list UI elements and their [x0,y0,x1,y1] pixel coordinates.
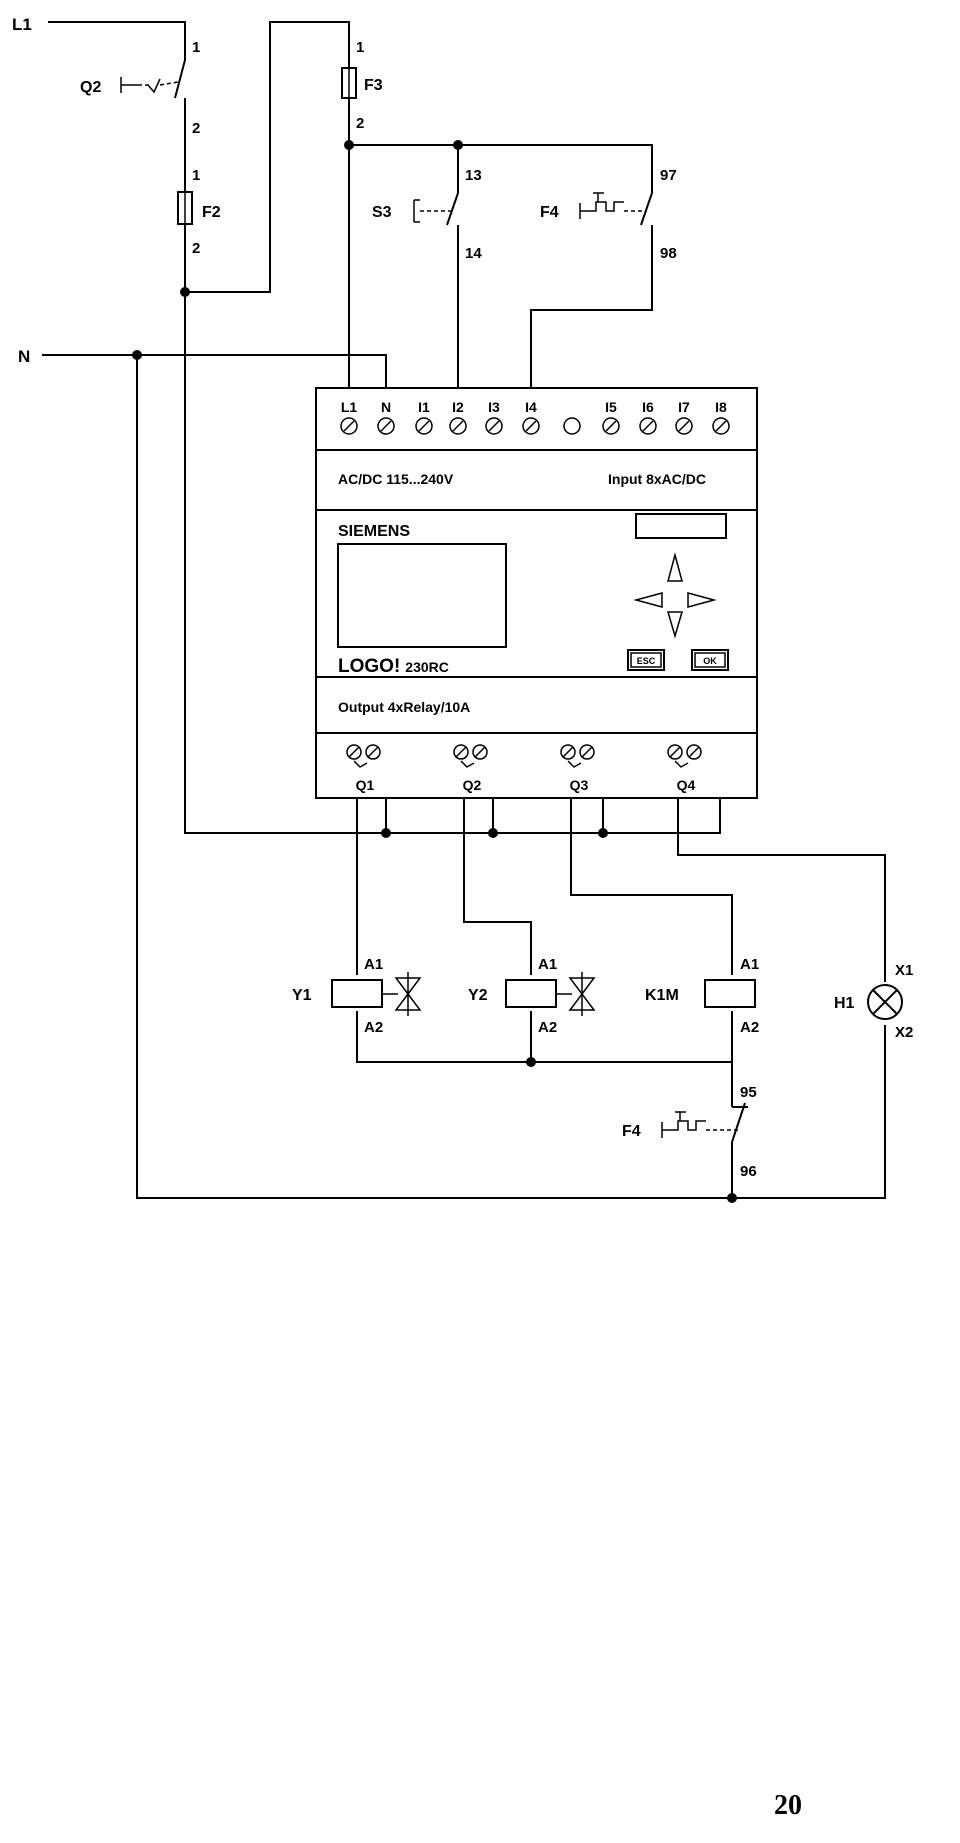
input-label-i4: I4 [525,399,537,415]
k1m-contactor-coil [704,979,756,1008]
model-label: LOGO! 230RC [338,656,449,677]
input-label-i7: I7 [678,399,690,415]
logo-output-terminals: Q1 Q2 Q3 Q4 [346,744,702,793]
s3-terminal-13: 13 [465,167,482,184]
esc-button-label: ESC [637,656,656,666]
n-supply-label: N [18,347,30,366]
output-screws-q2[interactable] [453,744,488,768]
s3-pushbutton-contact [413,192,459,226]
f4-no-label: F4 [540,204,559,221]
l1-supply-label: L1 [12,15,32,34]
output-label-q1: Q1 [356,777,375,793]
h1-terminal-x1: X1 [895,962,913,979]
h1-terminal-x2: X2 [895,1024,913,1041]
input-screw-i7[interactable] [675,417,693,435]
input-label-n: N [381,399,391,415]
ok-button-label: OK [703,656,717,666]
y1-label: Y1 [292,987,312,1004]
f2-terminal-1: 1 [192,167,200,184]
input-label-i8: I8 [715,399,727,415]
f3-terminal-2: 2 [356,115,364,132]
output-label-q3: Q3 [570,777,589,793]
input-screw-l1[interactable] [340,417,358,435]
model-name: LOGO! [338,656,400,677]
nav-down-button[interactable] [667,611,683,639]
output-load-wiring [356,798,886,1198]
input-label-i2: I2 [452,399,464,415]
y1-valve-icon [394,972,422,1016]
input-screw-i3[interactable] [485,417,503,435]
output-label-q2: Q2 [463,777,482,793]
input-label-i5: I5 [605,399,617,415]
logo-input-terminals: L1 N I1 I2 I3 I4 I5 I6 I7 I8 [340,399,730,435]
input-label-i6: I6 [642,399,654,415]
k1m-terminal-a1: A1 [740,956,759,973]
y2-valve-icon [568,972,596,1016]
output-screws-q1[interactable] [346,744,381,768]
output-label-q4: Q4 [677,777,696,793]
brand-label: SIEMENS [338,523,410,540]
f4-terminal-95: 95 [740,1084,757,1101]
q2-terminal-2: 2 [192,120,200,137]
input-label-l1: L1 [341,399,358,415]
f4-nc-label: F4 [622,1123,641,1140]
esc-button[interactable]: ESC [627,649,665,671]
input-label-i3: I3 [488,399,500,415]
f4-terminal-97: 97 [660,167,677,184]
f3-fuse [341,67,357,99]
y1-terminal-a2: A2 [364,1019,383,1036]
s3-label: S3 [372,204,392,221]
input-screw-i8[interactable] [712,417,730,435]
y2-terminal-a1: A1 [538,956,557,973]
s3-terminal-14: 14 [465,245,482,262]
input-screw-n[interactable] [377,417,395,435]
f4-terminal-96: 96 [740,1163,757,1180]
f3-label: F3 [364,77,383,94]
input-screw-i5[interactable] [602,417,620,435]
output-common-wiring [385,798,604,833]
f2-fuse [177,191,193,225]
nav-right-button[interactable] [687,592,717,608]
y2-terminal-a2: A2 [538,1019,557,1036]
f4-thermal-nc-contact [661,1102,748,1143]
input-screw-i2[interactable] [449,417,467,435]
k1m-terminal-a2: A2 [740,1019,759,1036]
f2-label: F2 [202,204,221,221]
h1-label: H1 [834,995,855,1012]
ok-button[interactable]: OK [691,649,729,671]
f4-thermal-no-contact [579,160,653,226]
module-slot [635,513,727,539]
y1-terminal-a1: A1 [364,956,383,973]
input-screw-i6[interactable] [639,417,657,435]
empty-terminal-hole [563,417,581,435]
model-suffix: 230RC [405,659,449,675]
h1-lamp-icon [867,984,903,1020]
input-type-label: Input 8xAC/DC [608,471,706,487]
q2-label: Q2 [80,79,101,96]
supply-voltage-label: AC/DC 115...240V [338,471,454,487]
input-screw-i1[interactable] [415,417,433,435]
lcd-display [337,543,507,648]
f2-terminal-2: 2 [192,240,200,257]
nav-up-button[interactable] [667,552,683,582]
y2-solenoid-coil [505,979,572,1008]
q2-terminal-1: 1 [192,39,200,56]
f3-terminal-1: 1 [356,39,364,56]
supply-wiring [42,21,886,1199]
nav-left-button[interactable] [633,592,663,608]
y1-solenoid-coil [331,979,398,1008]
k1m-label: K1M [645,987,679,1004]
page-number: 20 [774,1790,802,1821]
input-label-i1: I1 [418,399,430,415]
output-type-label: Output 4xRelay/10A [338,699,470,715]
output-screws-q3[interactable] [560,744,595,768]
q2-breaker-contact [120,59,186,99]
f4-terminal-98: 98 [660,245,677,262]
y2-label: Y2 [468,987,488,1004]
output-screws-q4[interactable] [667,744,702,768]
input-screw-i4[interactable] [522,417,540,435]
